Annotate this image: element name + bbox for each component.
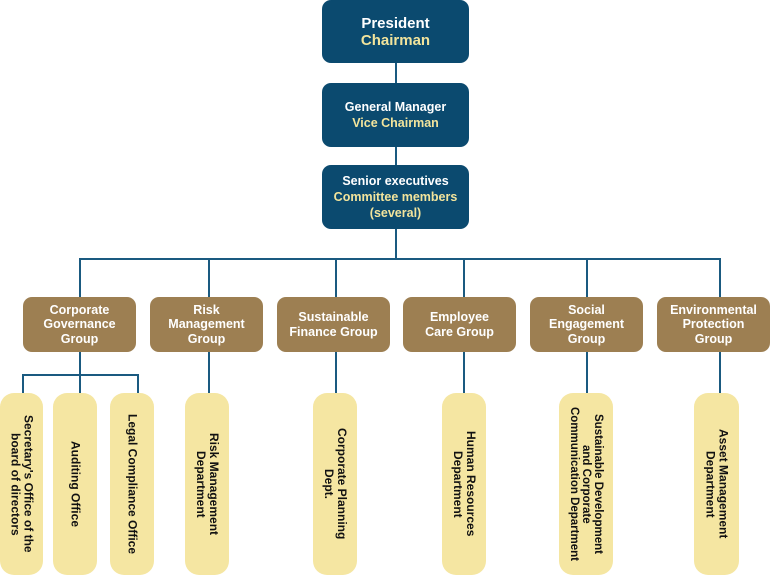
dept-legal-compliance-office: Legal Compliance Office — [110, 393, 154, 575]
dept-human-resources: Human Resources Department — [442, 393, 486, 575]
dept-label: Risk Management Department — [194, 432, 221, 536]
dept-label: Auditing Office — [68, 441, 83, 527]
dept-label: Corporate Planning Dept. — [322, 428, 349, 540]
group-label: Employee Care Group — [425, 310, 494, 339]
general-manager-box: General Manager Vice Chairman — [322, 83, 469, 147]
dept-auditing-office: Auditing Office — [53, 393, 97, 575]
committee-members-title: Committee members — [333, 190, 458, 204]
group-label: Environmental Protection Group — [670, 302, 757, 346]
general-manager-title: General Manager — [344, 100, 447, 114]
connector-dept-7 — [586, 352, 588, 393]
dept-corporate-planning: Corporate Planning Dept. — [313, 393, 357, 575]
connector-bus-group-2 — [208, 258, 210, 297]
several-note: (several) — [369, 206, 422, 220]
connector-bus-group-6 — [719, 258, 721, 297]
connector-bus-group-4 — [463, 258, 465, 297]
dept-label: Human Resources Department — [451, 431, 478, 537]
group-social-engagement: Social Engagement Group — [530, 297, 643, 352]
connector-president-gm — [395, 63, 397, 83]
dept-label: Secretary's Office of the board of direc… — [8, 415, 36, 553]
connector-gm-senior — [395, 147, 397, 165]
chairman-title: Chairman — [360, 31, 431, 49]
group-label: Sustainable Finance Group — [289, 310, 378, 339]
senior-executives-box: Senior executives Committee members (sev… — [322, 165, 469, 229]
connector-bus-group-1 — [79, 258, 81, 297]
vice-chairman-title: Vice Chairman — [352, 116, 439, 130]
connector-dept-4 — [208, 352, 210, 393]
dept-label: Legal Compliance Office — [125, 413, 140, 555]
group-sustainable-finance: Sustainable Finance Group — [277, 297, 390, 352]
dept-secretarys-office: Secretary's Office of the board of direc… — [0, 393, 43, 575]
connector-bus-group-3 — [335, 258, 337, 297]
connector-group1-sub — [79, 352, 81, 375]
connector-dept-1 — [22, 374, 24, 393]
connector-dept-2 — [79, 374, 81, 393]
connector-senior-bus — [395, 229, 397, 260]
group-label: Corporate Governance Group — [43, 302, 116, 346]
connector-dept-8 — [719, 352, 721, 393]
dept-asset-management: Asset Management Department — [694, 393, 739, 575]
connector-bus-group-5 — [586, 258, 588, 297]
connector-dept-3 — [137, 374, 139, 393]
connector-group-bus — [79, 258, 721, 260]
group-environmental-protection: Environmental Protection Group — [657, 297, 770, 352]
group-corporate-governance: Corporate Governance Group — [23, 297, 136, 352]
dept-risk-management: Risk Management Department — [185, 393, 229, 575]
dept-sustainable-development: Sustainable Development and Corporate Co… — [559, 393, 613, 575]
connector-dept-5 — [335, 352, 337, 393]
dept-label: Asset Management Department — [703, 429, 731, 539]
group-risk-management: Risk Management Group — [150, 297, 263, 352]
president-title: President — [361, 14, 430, 32]
dept-label: Sustainable Development and Corporate Co… — [568, 407, 604, 561]
group-label: Social Engagement Group — [548, 302, 624, 346]
group-employee-care: Employee Care Group — [403, 297, 516, 352]
president-box: President Chairman — [322, 0, 469, 63]
connector-dept-6 — [463, 352, 465, 393]
senior-executives-title: Senior executives — [342, 174, 449, 188]
group-label: Risk Management Group — [168, 302, 245, 346]
